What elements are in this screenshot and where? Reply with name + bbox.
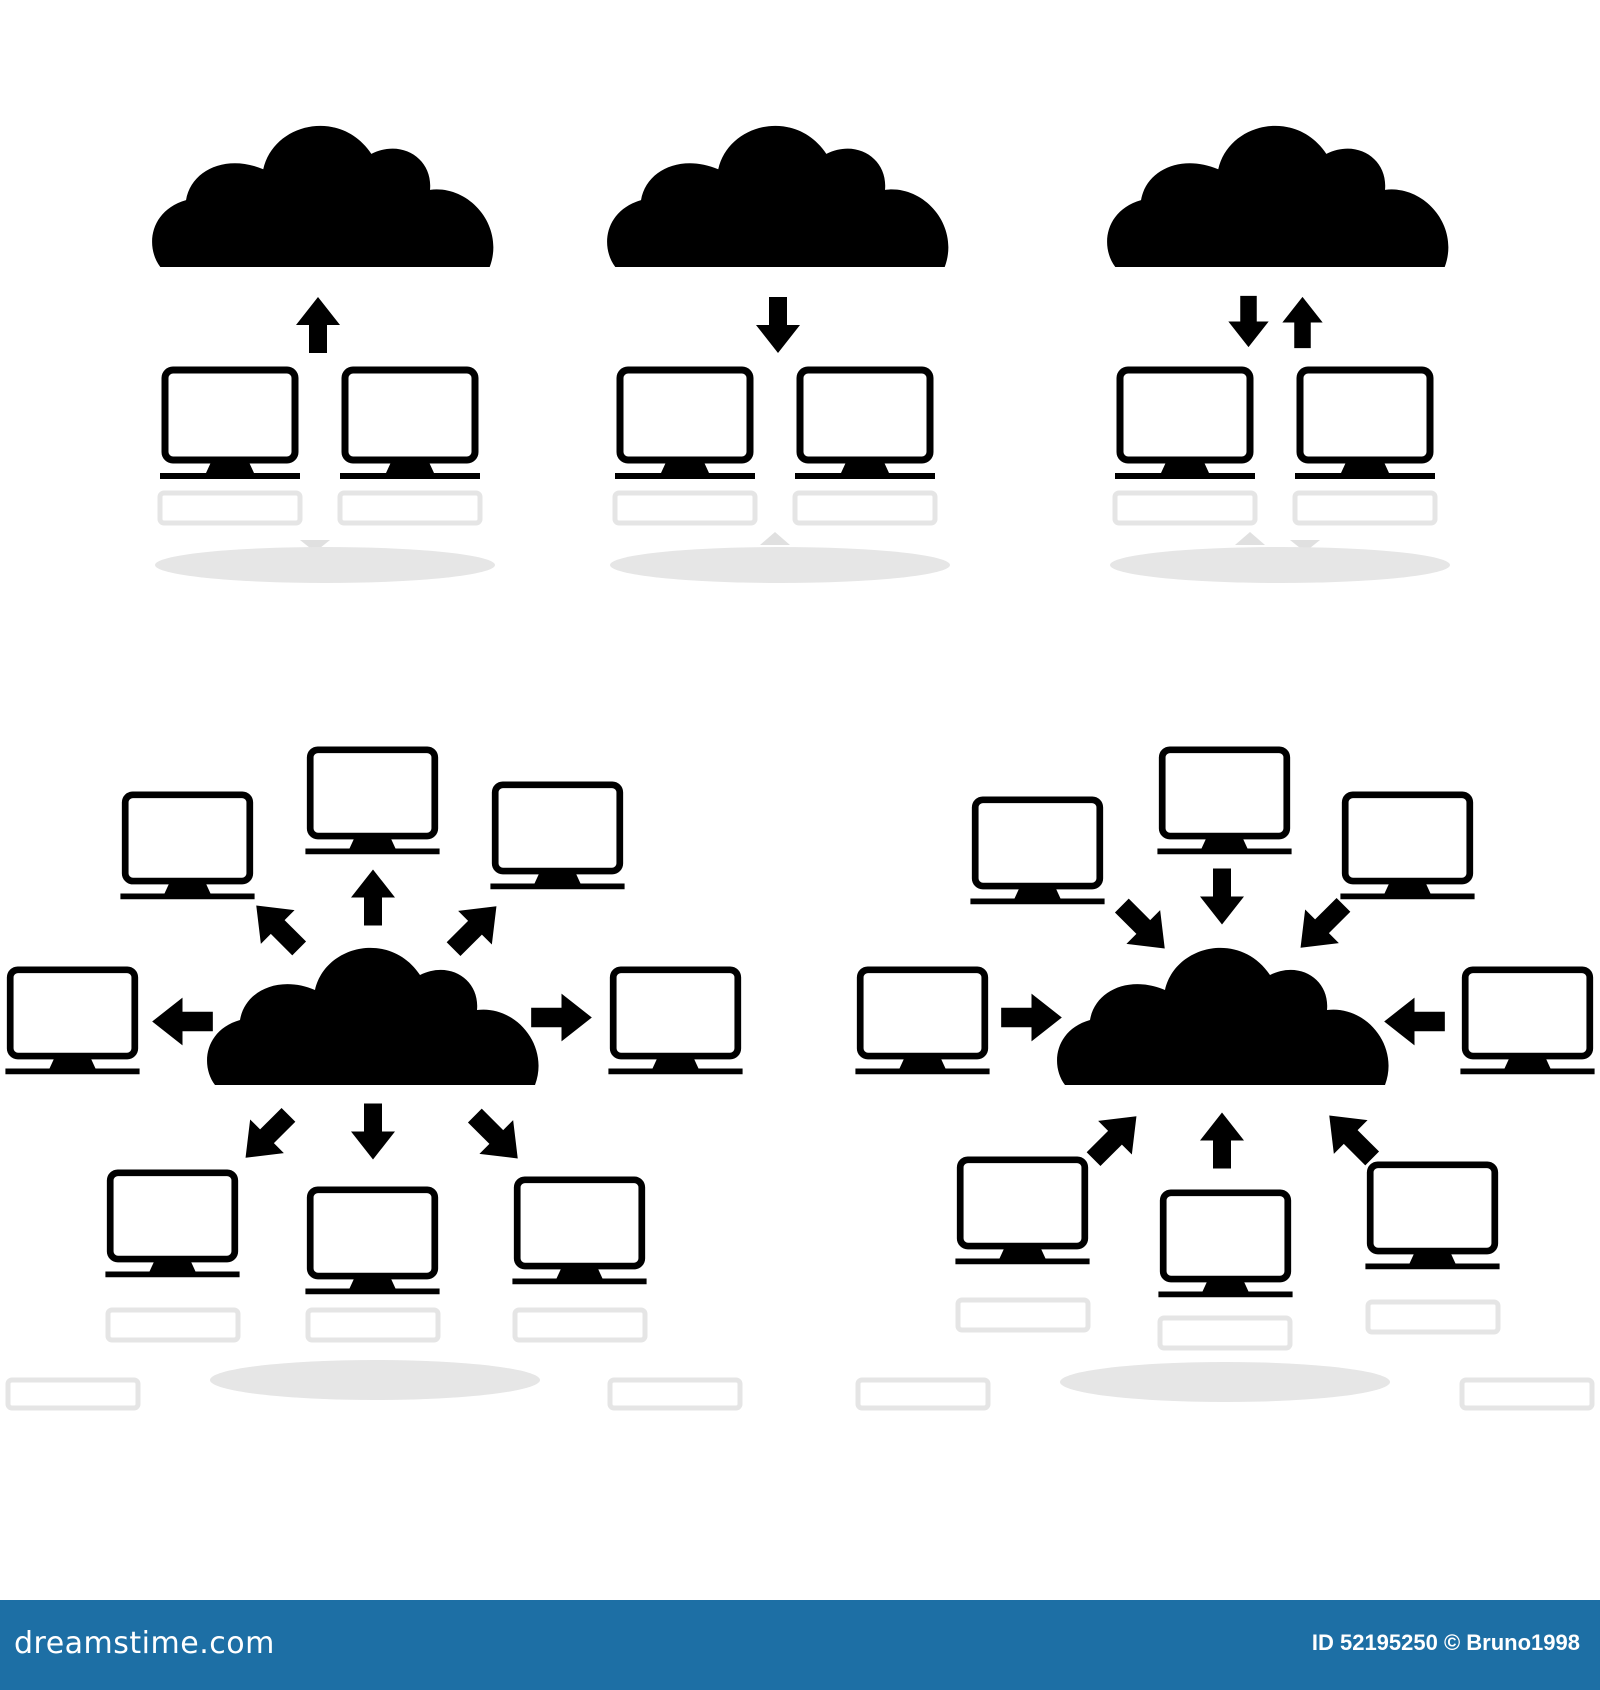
arrow-icon	[531, 993, 592, 1042]
monitor-icon	[615, 370, 755, 479]
reflection	[855, 1297, 1595, 1411]
monitor-icon	[160, 370, 300, 479]
monitor-icon	[305, 1190, 439, 1294]
monitor-icon	[1158, 1193, 1292, 1297]
arrow-icon	[1001, 993, 1062, 1042]
monitor-icon	[1295, 370, 1435, 479]
monitor-icon	[608, 970, 742, 1074]
cloud-collection-icon	[855, 750, 1595, 1411]
brand-logo-text[interactable]: dreamstime.com	[14, 1626, 275, 1661]
arrow-icon	[436, 889, 514, 967]
arrow-icon	[351, 1103, 395, 1160]
cloud-icon	[1107, 125, 1449, 268]
monitor-icon	[5, 970, 139, 1074]
cloud-icon	[1057, 947, 1389, 1085]
arrow-icon	[1283, 887, 1361, 965]
monitor-icon	[795, 370, 935, 479]
cloud-distribution-icon	[5, 750, 743, 1411]
arrow-icon	[351, 869, 395, 926]
arrow-icon	[457, 1098, 535, 1176]
cloud-network-illustration	[0, 125, 1600, 1411]
arrow-icon	[152, 997, 213, 1046]
down-arrow-icon	[756, 297, 800, 353]
arrow-icon	[1200, 868, 1244, 925]
arrow-icon	[1200, 1112, 1244, 1169]
arrow-icon	[239, 888, 317, 966]
sync-with-cloud-icon	[1107, 125, 1450, 583]
reflection	[1110, 490, 1450, 583]
down-arrow-icon	[1228, 295, 1269, 348]
up-arrow-icon	[1282, 296, 1323, 349]
monitor-icon	[120, 795, 254, 899]
arrow-icon	[228, 1097, 306, 1175]
monitor-icon	[1365, 1165, 1499, 1269]
monitor-icon	[955, 1160, 1089, 1264]
reflection	[610, 490, 950, 583]
up-arrow-icon	[296, 297, 340, 353]
cloud-icon	[607, 125, 949, 268]
monitor-icon	[1340, 795, 1474, 899]
download-from-cloud-icon	[607, 125, 950, 583]
image-credit: ID 52195250 © Bruno1998	[1311, 1630, 1580, 1655]
arrow-icon	[1104, 888, 1182, 966]
arrow-icon	[1076, 1099, 1154, 1177]
monitor-icon	[340, 370, 480, 479]
monitor-icon	[855, 970, 989, 1074]
monitor-icon	[105, 1173, 239, 1277]
monitor-icon	[1115, 370, 1255, 479]
reflection	[155, 490, 495, 583]
upload-to-cloud-icon	[152, 125, 495, 583]
monitor-icon	[512, 1180, 646, 1284]
monitor-icon	[305, 750, 439, 854]
monitor-icon	[1157, 750, 1291, 854]
monitor-icon	[1460, 970, 1594, 1074]
watermark-footer-bar: dreamstime.com ID 52195250 © Bruno1998	[0, 1600, 1600, 1690]
monitor-icon	[490, 785, 624, 889]
cloud-icon	[152, 125, 494, 268]
arrow-icon	[1384, 997, 1445, 1046]
reflection	[5, 1307, 743, 1411]
cloud-icon	[207, 947, 539, 1085]
monitor-icon	[970, 800, 1104, 904]
